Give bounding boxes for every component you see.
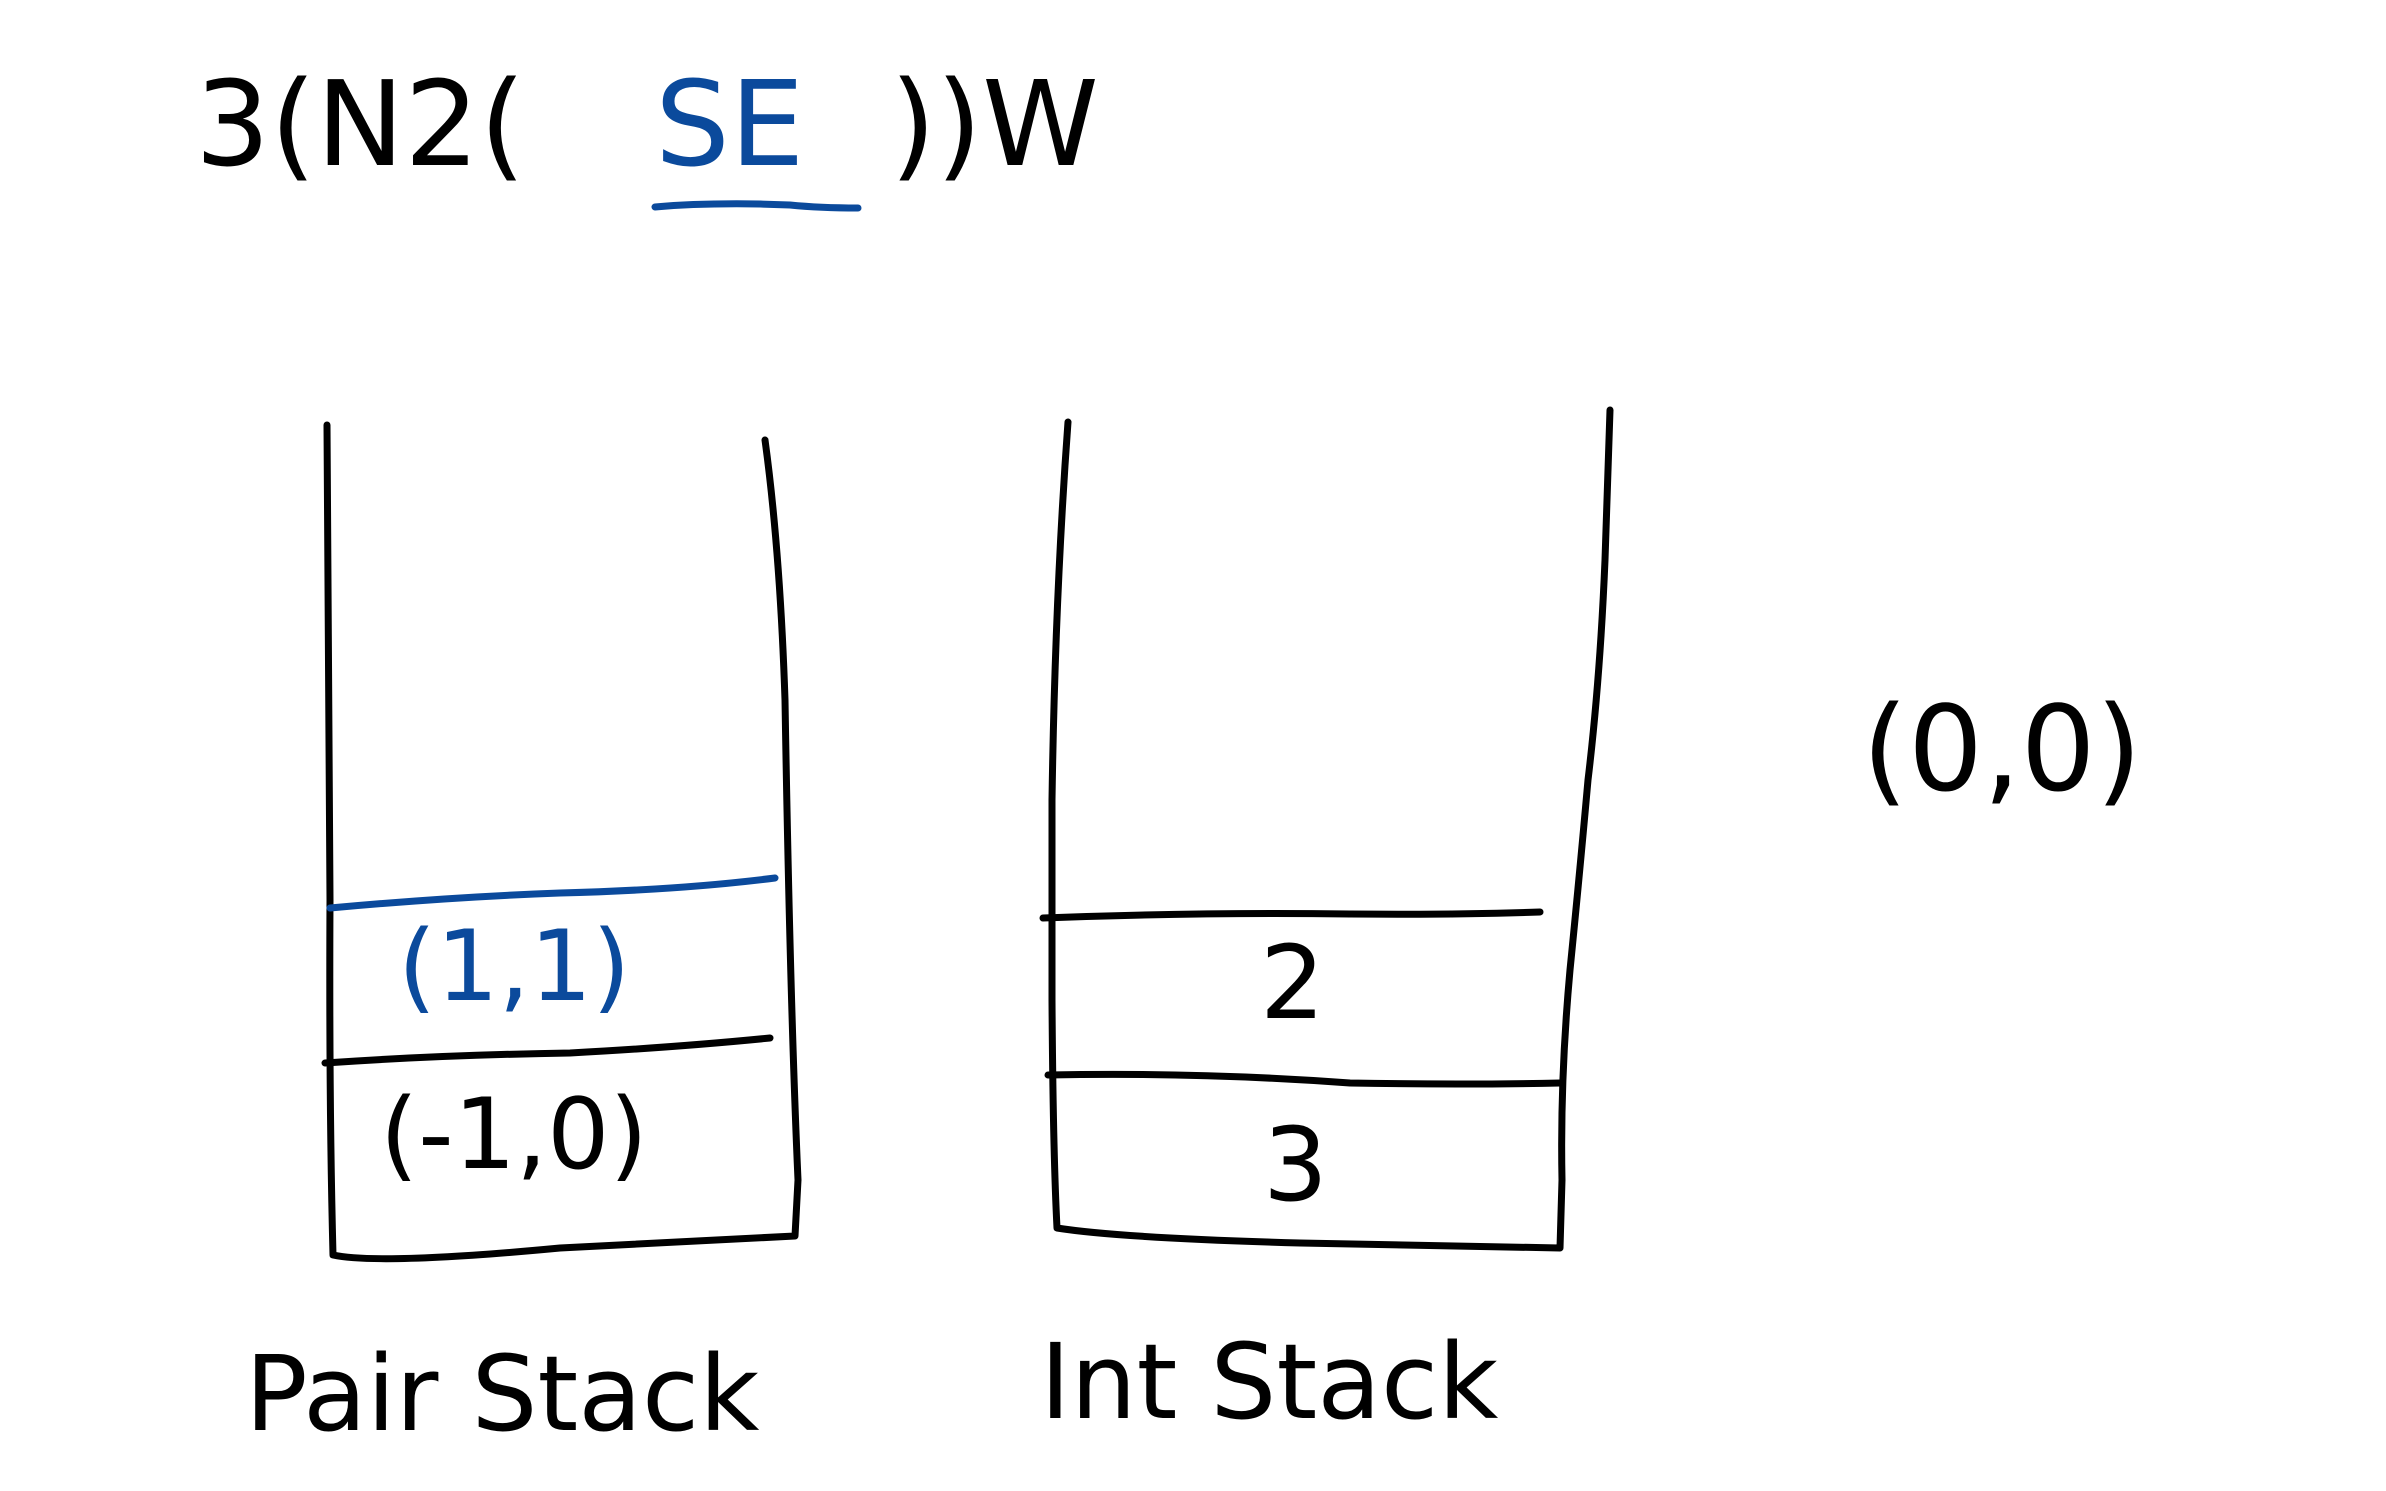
pair-stack-item-top: (1,1) — [398, 910, 630, 1024]
pair-stack-mid-divider — [321, 1034, 774, 1067]
highlight-underline — [651, 200, 862, 212]
pair-stack: (1,1) (-1,0) — [321, 421, 802, 1263]
pair-stack-label: Pair Stack — [245, 1333, 759, 1455]
int-stack-outline — [1048, 406, 1614, 1252]
int-stack-mid-divider — [1044, 1070, 1564, 1088]
expression: 3(N2( SE ))W — [195, 55, 1099, 212]
pair-stack-top-divider — [326, 874, 779, 912]
pair-stack-outline — [323, 421, 802, 1263]
pair-stack-item-bottom: (-1,0) — [380, 1078, 648, 1192]
expression-prefix: 3(N2( — [195, 55, 526, 193]
int-stack: 2 3 — [1039, 406, 1614, 1252]
position-readout: (0,0) — [1862, 680, 2142, 818]
expression-suffix: ))W — [890, 55, 1099, 193]
expression-highlight: SE — [655, 55, 804, 193]
int-stack-top-divider — [1039, 908, 1544, 922]
int-stack-item-top: 2 — [1260, 924, 1325, 1043]
int-stack-label: Int Stack — [1040, 1321, 1498, 1443]
int-stack-item-bottom: 3 — [1263, 1106, 1328, 1225]
